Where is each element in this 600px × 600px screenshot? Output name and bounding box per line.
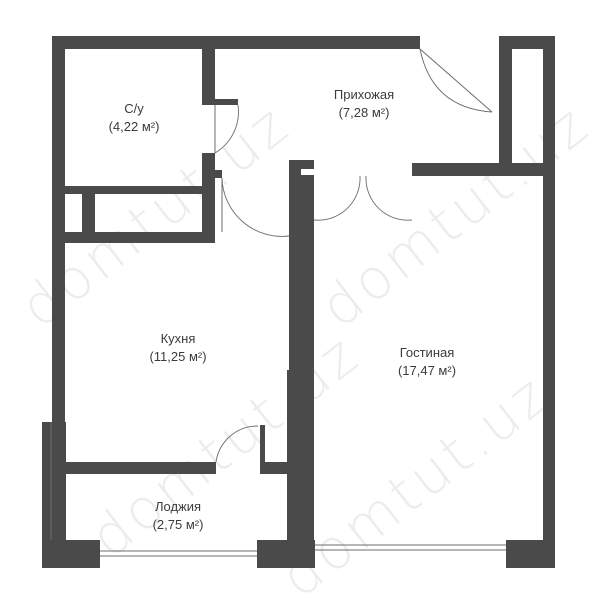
hall-living-wall bbox=[412, 163, 555, 176]
room-label-bathroom: С/у (4,22 м²) bbox=[92, 100, 176, 136]
bathroom-door-swing bbox=[214, 104, 239, 154]
room-label-loggia: Лоджия (2,75 м²) bbox=[128, 498, 228, 534]
room-label-kitchen: Кухня (11,25 м²) bbox=[128, 330, 228, 366]
ventilation-duct bbox=[66, 204, 80, 226]
room-name: С/у bbox=[124, 101, 144, 116]
room-name: Кухня bbox=[160, 331, 196, 346]
room-label-hallway: Прихожая (7,28 м²) bbox=[310, 86, 418, 122]
bathroom-door-stub bbox=[202, 99, 238, 105]
column-cap bbox=[289, 160, 314, 169]
room-area: (2,75 м²) bbox=[152, 517, 204, 532]
kitchen-door-swing bbox=[221, 177, 290, 237]
room-area: (4,22 м²) bbox=[108, 119, 160, 134]
entrance-door-swing bbox=[419, 48, 493, 113]
watermark-text: domtut.uz bbox=[309, 91, 600, 341]
room-name: Лоджия bbox=[154, 499, 202, 514]
loggia-wall-right bbox=[260, 462, 290, 474]
entrance-jamb bbox=[499, 36, 512, 176]
kitchen-top-wall bbox=[52, 232, 215, 243]
living-door-swing-left bbox=[313, 175, 361, 221]
bathroom-wall-lower bbox=[202, 153, 215, 243]
bottom-pier-left bbox=[42, 540, 100, 568]
kitchen-door-jamb bbox=[260, 425, 265, 463]
central-wall-lower bbox=[287, 370, 301, 540]
room-name: Гостиная bbox=[399, 345, 455, 360]
room-label-living: Гостиная (17,47 м²) bbox=[375, 344, 479, 380]
room-area: (11,25 м²) bbox=[149, 349, 207, 364]
interior-walls bbox=[52, 49, 555, 568]
entrance-door bbox=[419, 48, 493, 113]
top-wall-right bbox=[499, 36, 555, 49]
living-door-swing-right bbox=[365, 175, 413, 221]
right-wall bbox=[543, 36, 555, 568]
loggia-wall bbox=[66, 462, 216, 474]
room-name: Прихожая bbox=[333, 87, 395, 102]
bathroom-bottom-wall bbox=[52, 186, 215, 194]
exterior-walls bbox=[42, 36, 555, 568]
bottom-pier-right bbox=[506, 540, 555, 568]
room-area: (17,47 м²) bbox=[397, 363, 457, 378]
duct-divider bbox=[82, 194, 95, 232]
top-wall bbox=[52, 36, 420, 49]
left-wall-upper bbox=[52, 36, 65, 422]
room-area: (7,28 м²) bbox=[338, 105, 390, 120]
central-wall-thick bbox=[301, 175, 314, 568]
windows bbox=[50, 422, 506, 557]
bathroom-wall-upper bbox=[202, 49, 215, 99]
door-swings bbox=[214, 48, 493, 463]
loggia-door-swing bbox=[215, 425, 259, 463]
bathroom-wall-notch bbox=[202, 170, 222, 178]
